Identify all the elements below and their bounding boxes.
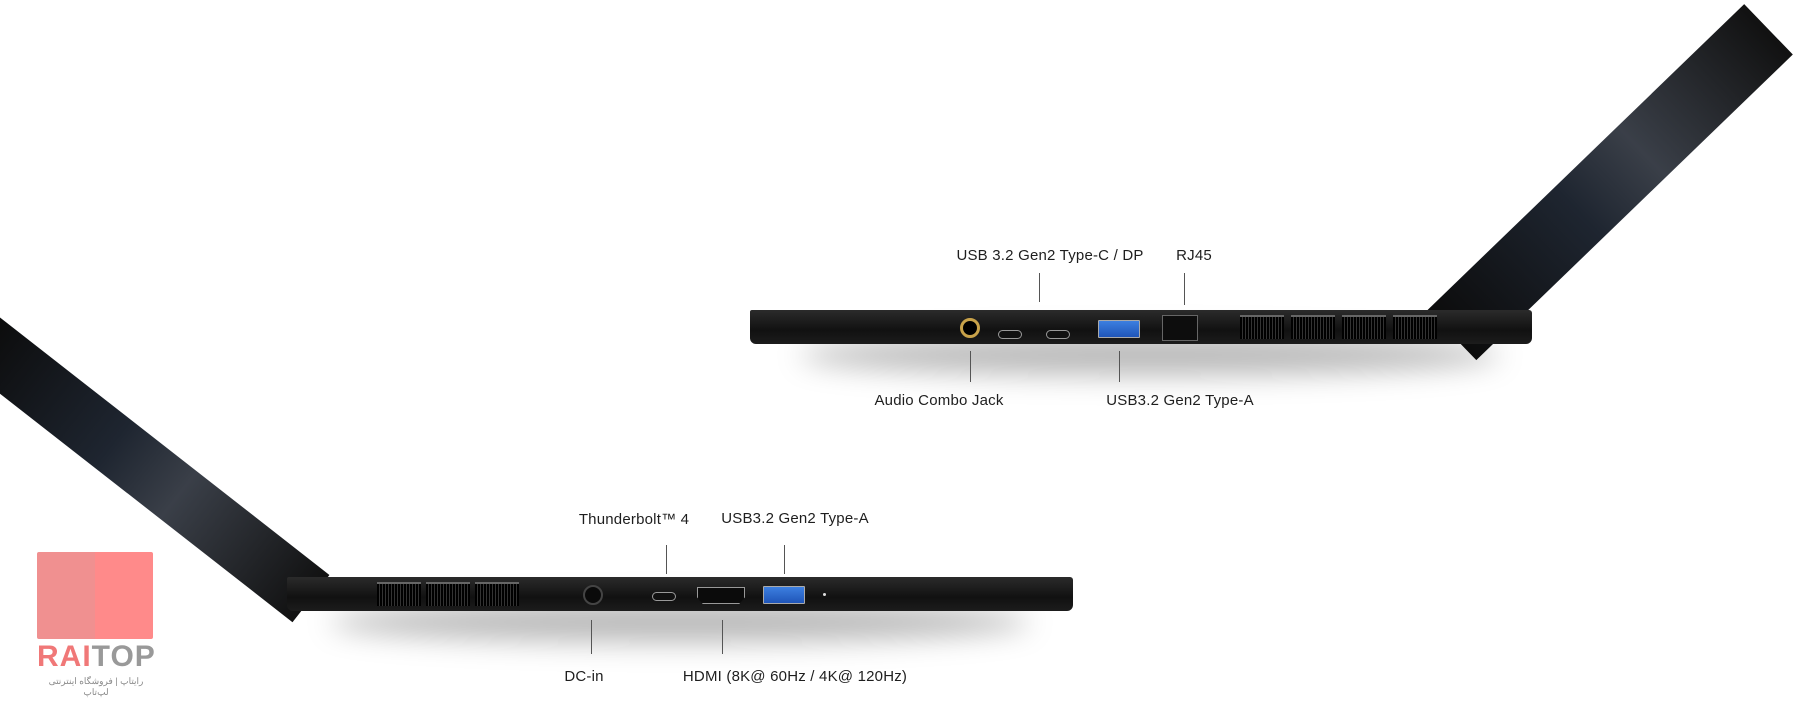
- callout-line: [784, 545, 785, 574]
- label-audio-combo-jack: Audio Combo Jack: [874, 392, 1004, 409]
- callout-line: [1039, 273, 1040, 302]
- thunderbolt-port: [652, 592, 676, 601]
- callout-line: [1184, 273, 1185, 305]
- brand-rai: RAI: [37, 640, 92, 673]
- vent: [475, 582, 519, 606]
- label-dc-in: DC-in: [564, 668, 604, 685]
- callout-line: [970, 351, 971, 382]
- watermark-logo-square: [37, 552, 153, 639]
- callout-line: [722, 620, 723, 654]
- callout-line: [1119, 351, 1120, 382]
- label-usb-c-dp: USB 3.2 Gen2 Type-C / DP: [956, 247, 1144, 264]
- watermark-brand: RAITOP: [37, 640, 156, 674]
- callout-line: [666, 545, 667, 574]
- label-usb-a: USB3.2 Gen2 Type-A: [1106, 392, 1254, 409]
- vent: [426, 582, 470, 606]
- audio-jack-port: [960, 318, 980, 338]
- label-thunderbolt: Thunderbolt™ 4: [578, 511, 690, 528]
- usb-c-port-2: [1046, 330, 1070, 339]
- label-rj45: RJ45: [1176, 247, 1212, 264]
- usb-a-port: [763, 586, 805, 604]
- vent: [1291, 315, 1335, 339]
- vent: [1342, 315, 1386, 339]
- top-laptop-screen: [1427, 4, 1793, 361]
- hdmi-port: [697, 587, 745, 604]
- brand-top: TOP: [91, 640, 156, 673]
- vent: [1393, 315, 1437, 339]
- rj45-port: [1162, 315, 1198, 341]
- watermark-subtitle: رایتاپ | فروشگاه اینترنتی لپ‌تاپ: [48, 676, 144, 697]
- dc-in-port: [583, 585, 603, 605]
- usb-a-port: [1098, 320, 1140, 338]
- vent: [377, 582, 421, 606]
- callout-line: [591, 620, 592, 654]
- label-usb-a: USB3.2 Gen2 Type-A: [721, 510, 869, 527]
- vent: [1240, 315, 1284, 339]
- label-hdmi: HDMI (8K@ 60Hz / 4K@ 120Hz): [682, 668, 908, 685]
- status-led: [823, 593, 826, 596]
- usb-c-port-1: [998, 330, 1022, 339]
